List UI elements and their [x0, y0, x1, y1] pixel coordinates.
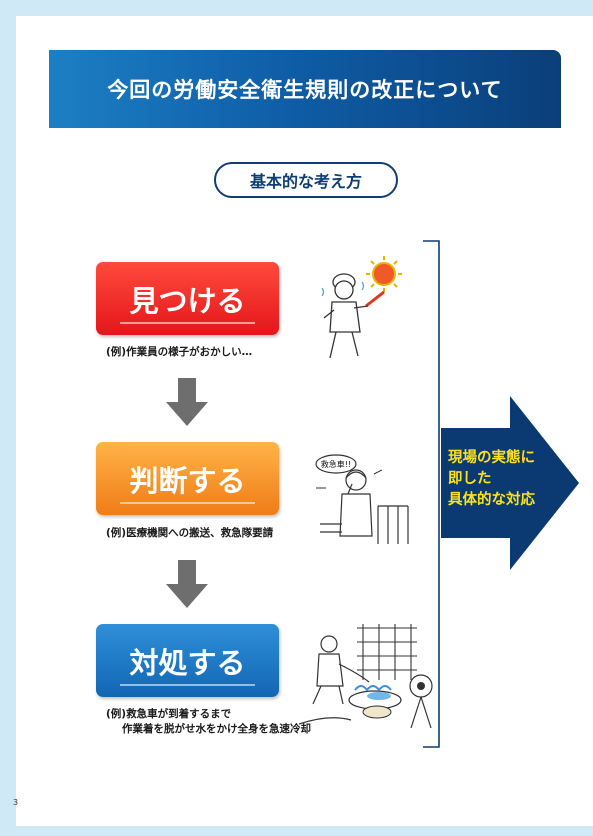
worker-calling-illustration: 救急車!! [315, 454, 409, 544]
step-find-example: (例)作業員の様子がおかしい… [106, 346, 253, 358]
step-find: 見つける [96, 262, 279, 335]
step-find-underline [120, 322, 255, 324]
page-title: 今回の労働安全衛生規則の改正について [49, 50, 561, 128]
step-respond: 対処する [96, 624, 279, 697]
step-find-label: 見つける [129, 283, 246, 318]
page: 今回の労働安全衛生規則の改正について 基本的な考え方 見つける (例)作業員の様… [16, 16, 593, 826]
worker-heat-illustration [321, 256, 402, 359]
speech-bubble-text: 救急車!! [321, 459, 351, 469]
step-respond-example-line2: 作業着を脱がせ水をかけ全身を急速冷却 [122, 723, 311, 735]
concept-label: 基本的な考え方 [214, 162, 398, 198]
step-judge-label: 判断する [129, 463, 246, 498]
step-judge-example: (例)医療機関への搬送、救急隊要請 [106, 527, 274, 539]
result-line-2: 即した [448, 471, 492, 487]
result-line-3: 具体的な対応 [448, 492, 535, 508]
page-number: 3 [13, 798, 19, 807]
result-line-1: 現場の実態に [448, 450, 535, 466]
step-judge: 判断する [96, 442, 279, 515]
step-respond-underline [120, 684, 255, 686]
worker-cooling-illustration [299, 624, 433, 729]
step-judge-underline [120, 502, 255, 504]
down-arrow-icon [166, 560, 208, 608]
result-text: 現場の実態に 即した 具体的な対応 [448, 448, 535, 511]
step-respond-label: 対処する [129, 645, 246, 680]
down-arrow-icon [166, 378, 208, 426]
step-respond-example-line1: (例)救急車が到着するまで [106, 708, 232, 720]
